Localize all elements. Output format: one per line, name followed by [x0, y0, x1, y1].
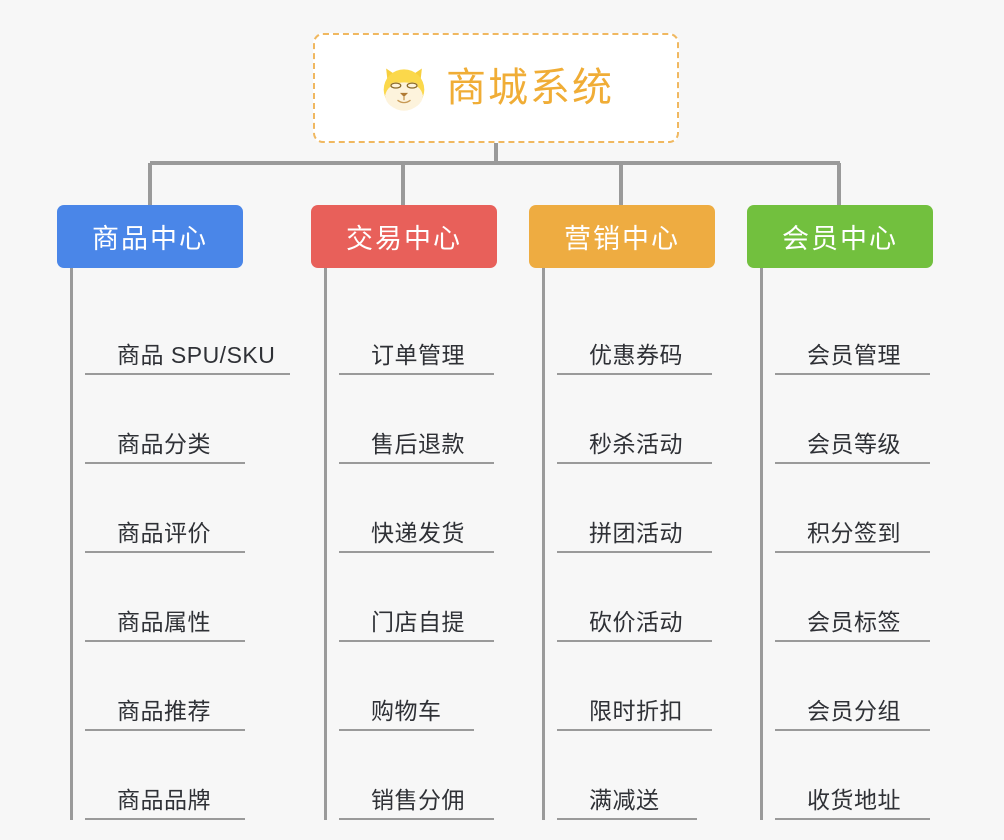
leaf-label: 商品评价	[117, 519, 211, 546]
root-title: 商城系统	[446, 66, 614, 110]
leaf-item[interactable]: 会员管理	[775, 286, 930, 375]
leaf-label: 商品属性	[117, 608, 211, 635]
category-label: 营销中心	[564, 224, 680, 254]
category-label: 会员中心	[782, 224, 898, 254]
leaf-label: 订单管理	[371, 341, 465, 368]
leaf-label: 销售分佣	[371, 786, 465, 813]
leaf-item[interactable]: 快递发货	[339, 464, 494, 553]
category-box-4[interactable]: 会员中心	[747, 205, 933, 268]
leaf-list-3: 优惠券码 秒杀活动 拼团活动 砍价活动 限时折扣 满减送	[542, 268, 747, 820]
leaf-label: 快递发货	[371, 519, 465, 546]
leaf-item[interactable]: 砍价活动	[557, 553, 712, 642]
leaf-label: 会员等级	[807, 430, 901, 457]
leaf-item[interactable]: 优惠券码	[557, 286, 712, 375]
leaf-label: 会员标签	[807, 608, 901, 635]
leaf-label: 优惠券码	[589, 341, 683, 368]
leaf-list-2: 订单管理 售后退款 快递发货 门店自提 购物车 销售分佣	[324, 268, 529, 820]
leaf-item[interactable]: 商品 SPU/SKU	[85, 286, 290, 375]
leaf-label: 商品推荐	[117, 697, 211, 724]
category-columns: 商品中心 商品 SPU/SKU 商品分类 商品评价 商品属性 商品推荐	[0, 205, 1004, 840]
category-column-营销中心: 营销中心 优惠券码 秒杀活动 拼团活动 砍价活动 限时折扣	[529, 205, 747, 820]
leaf-label: 购物车	[371, 697, 442, 724]
category-column-会员中心: 会员中心 会员管理 会员等级 积分签到 会员标签 会员分组	[747, 205, 965, 820]
leaf-item[interactable]: 收货地址	[775, 731, 930, 820]
leaf-item[interactable]: 商品品牌	[85, 731, 245, 820]
leaf-label: 积分签到	[807, 519, 901, 546]
leaf-item[interactable]: 订单管理	[339, 286, 494, 375]
leaf-label: 收货地址	[807, 786, 901, 813]
leaf-item[interactable]: 积分签到	[775, 464, 930, 553]
category-column-交易中心: 交易中心 订单管理 售后退款 快递发货 门店自提 购物车	[311, 205, 529, 820]
leaf-label: 秒杀活动	[589, 430, 683, 457]
category-box-2[interactable]: 交易中心	[311, 205, 497, 268]
leaf-label: 售后退款	[371, 430, 465, 457]
category-box-1[interactable]: 商品中心	[57, 205, 243, 268]
leaf-item[interactable]: 满减送	[557, 731, 697, 820]
leaf-list-4: 会员管理 会员等级 积分签到 会员标签 会员分组 收货地址	[760, 268, 965, 820]
shiba-dog-face-icon	[383, 68, 425, 111]
leaf-item[interactable]: 秒杀活动	[557, 375, 712, 464]
leaf-label: 限时折扣	[589, 697, 683, 724]
leaf-label: 满减送	[589, 786, 660, 813]
leaf-item[interactable]: 会员分组	[775, 642, 930, 731]
leaf-item[interactable]: 会员标签	[775, 553, 930, 642]
leaf-item[interactable]: 限时折扣	[557, 642, 712, 731]
category-label: 商品中心	[92, 224, 208, 254]
leaf-label: 拼团活动	[589, 519, 683, 546]
leaf-item[interactable]: 售后退款	[339, 375, 494, 464]
leaf-label: 门店自提	[371, 608, 465, 635]
leaf-label: 商品分类	[117, 430, 211, 457]
leaf-item[interactable]: 商品推荐	[85, 642, 245, 731]
leaf-item[interactable]: 商品分类	[85, 375, 245, 464]
root-node[interactable]: 商城系统	[313, 33, 679, 143]
leaf-item[interactable]: 会员等级	[775, 375, 930, 464]
leaf-item[interactable]: 商品评价	[85, 464, 245, 553]
leaf-list-1: 商品 SPU/SKU 商品分类 商品评价 商品属性 商品推荐 商品品牌	[70, 268, 290, 820]
category-box-3[interactable]: 营销中心	[529, 205, 715, 268]
leaf-item[interactable]: 商品属性	[85, 553, 245, 642]
category-label: 交易中心	[346, 224, 462, 254]
leaf-item[interactable]: 门店自提	[339, 553, 494, 642]
leaf-item[interactable]: 销售分佣	[339, 731, 494, 820]
leaf-label: 会员分组	[807, 697, 901, 724]
leaf-label: 商品 SPU/SKU	[117, 341, 276, 368]
leaf-item[interactable]: 拼团活动	[557, 464, 712, 553]
leaf-label: 会员管理	[807, 341, 901, 368]
leaf-label: 商品品牌	[117, 786, 211, 813]
leaf-item[interactable]: 购物车	[339, 642, 474, 731]
category-column-商品中心: 商品中心 商品 SPU/SKU 商品分类 商品评价 商品属性 商品推荐	[57, 205, 290, 820]
leaf-label: 砍价活动	[589, 608, 683, 635]
